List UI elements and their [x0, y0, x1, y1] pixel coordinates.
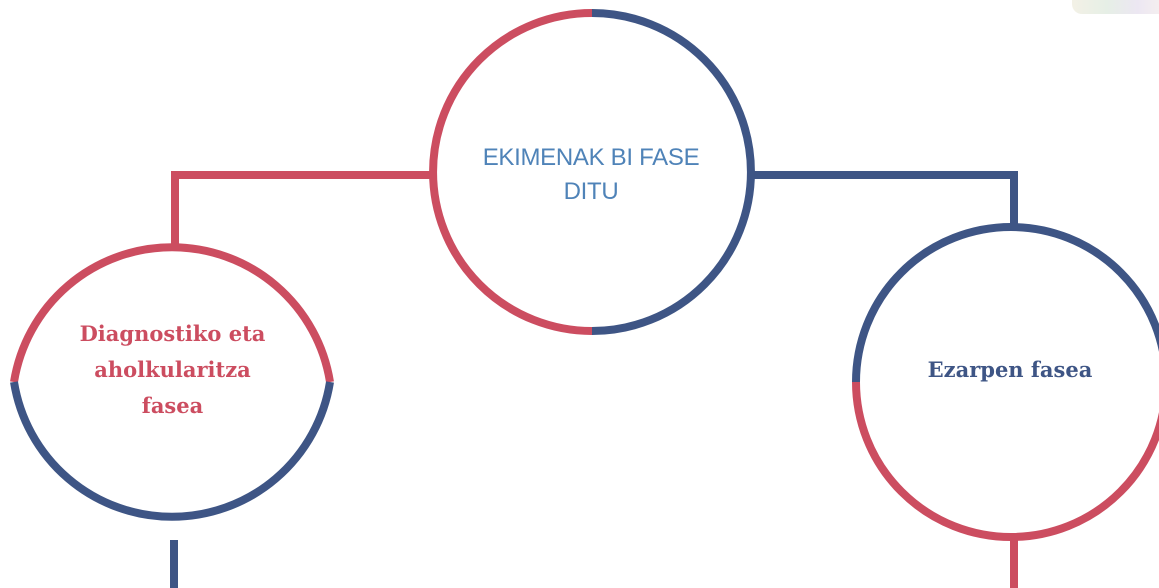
- center-node-label: EKIMENAK BI FASE DITU: [482, 144, 700, 205]
- right-node-label: Ezarpen fasea: [927, 357, 1093, 382]
- center-node-circle: [429, 9, 755, 335]
- left-node-label: Diagnostiko eta aholkularitza fasea: [79, 321, 266, 418]
- left-node-circle: [10, 243, 334, 521]
- right-node-circle: [852, 223, 1159, 541]
- corner-decoration: [1072, 0, 1159, 14]
- connector-left: [171, 171, 437, 250]
